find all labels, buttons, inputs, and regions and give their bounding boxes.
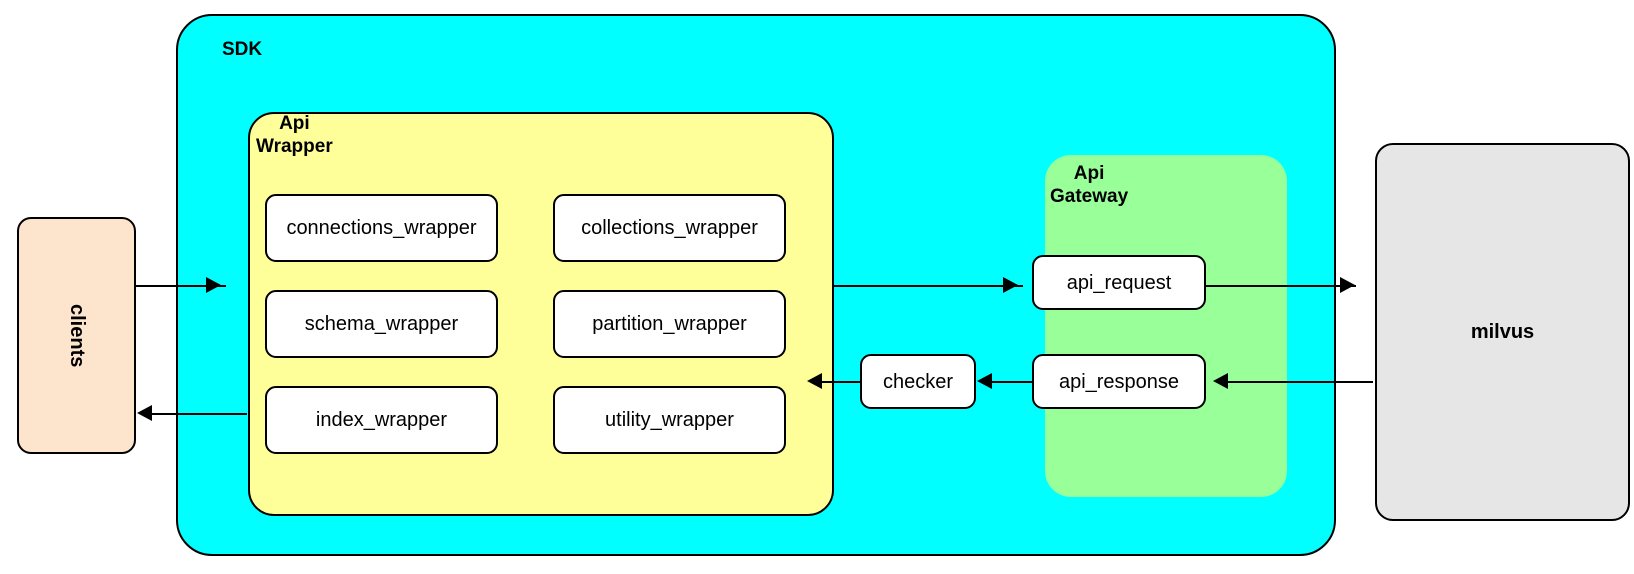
connector-api-request-to-milvus xyxy=(1206,285,1356,287)
node-label: clients xyxy=(66,303,88,368)
connector-api-wrapper-to-api-gateway xyxy=(833,285,1023,287)
node-label: connections_wrapper xyxy=(286,217,477,239)
connector-milvus-to-api-response xyxy=(1228,381,1373,383)
node-label: api_response xyxy=(1058,370,1180,393)
connector-api-wrapper-to-clients xyxy=(150,413,247,415)
node-label: utility_wrapper xyxy=(605,409,734,431)
node-api-request[interactable]: api_request xyxy=(1032,255,1206,310)
node-utility-wrapper[interactable]: utility_wrapper xyxy=(553,386,786,454)
node-clients[interactable]: clients xyxy=(17,217,136,454)
node-label: schema_wrapper xyxy=(304,313,459,335)
node-label: collections_wrapper xyxy=(581,217,758,239)
connector-clients-to-api-wrapper xyxy=(136,285,226,287)
node-label: checker xyxy=(882,370,954,393)
node-collections-wrapper[interactable]: collections_wrapper xyxy=(553,194,786,262)
arrow-right-icon xyxy=(206,277,221,293)
arrow-left-icon xyxy=(137,405,152,421)
node-label: index_wrapper xyxy=(315,409,448,431)
node-label: milvus xyxy=(1470,320,1535,343)
node-label: api_request xyxy=(1066,271,1172,294)
node-label: partition_wrapper xyxy=(592,313,747,335)
node-schema-wrapper[interactable]: schema_wrapper xyxy=(265,290,498,358)
node-connections-wrapper[interactable]: connections_wrapper xyxy=(265,194,498,262)
container-api-wrapper-label: Api Wrapper xyxy=(256,113,333,157)
connector-checker-to-api-wrapper xyxy=(822,381,860,383)
arrow-right-icon xyxy=(1003,277,1018,293)
node-partition-wrapper[interactable]: partition_wrapper xyxy=(553,290,786,358)
arrow-left-icon xyxy=(977,373,992,389)
arrow-right-icon xyxy=(1340,277,1355,293)
node-api-response[interactable]: api_response xyxy=(1032,354,1206,409)
node-checker[interactable]: checker xyxy=(860,354,976,409)
arrow-left-icon xyxy=(807,373,822,389)
container-api-gateway[interactable] xyxy=(1045,155,1287,497)
node-index-wrapper[interactable]: index_wrapper xyxy=(265,386,498,454)
container-sdk-label: SDK xyxy=(222,39,263,60)
arrow-left-icon xyxy=(1213,373,1228,389)
node-milvus[interactable]: milvus xyxy=(1375,143,1630,521)
connector-api-response-to-checker xyxy=(992,381,1032,383)
container-api-gateway-label: Api Gateway xyxy=(1050,163,1129,207)
